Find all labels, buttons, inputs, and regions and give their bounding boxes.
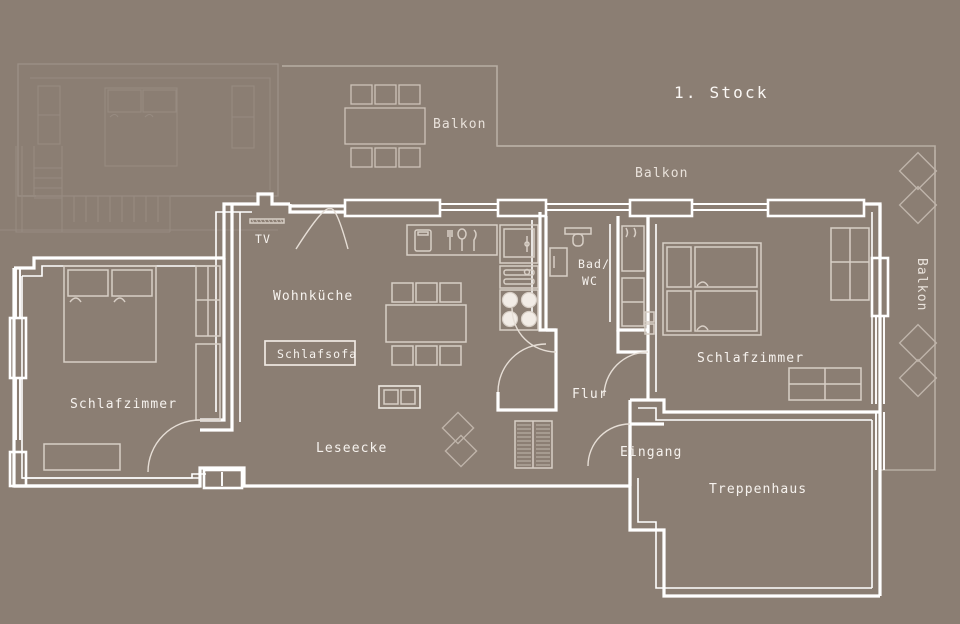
curtain-arcs [295, 208, 349, 250]
label-schlafsofa: Schlafsofa [277, 347, 357, 361]
door-swing-bedroom-right [603, 351, 649, 397]
label-balcony-right: Balkon [914, 258, 929, 312]
sink [414, 229, 432, 252]
label-balcony-upper-right: Balkon [635, 166, 689, 181]
window-kitchen-1 [343, 198, 442, 218]
shoe-rack [514, 420, 553, 469]
bathtub [621, 225, 645, 272]
bath-small-shelf [644, 311, 655, 335]
wardrobe-left-lower [195, 343, 221, 421]
kitchen-block [378, 224, 539, 468]
balcony-door-right [870, 256, 890, 318]
bedroom-left-furniture [43, 265, 221, 473]
door-swing-entrance [587, 423, 631, 467]
coffee-table [378, 385, 421, 409]
window-bedroom-right-1 [628, 198, 694, 218]
oven-controls [499, 265, 539, 289]
label-bad-wc-line1: Bad/ [578, 257, 610, 271]
wardrobe-right [830, 227, 870, 301]
label-bedroom-left: Schlafzimmer [70, 397, 177, 412]
label-eingang: Eingang [620, 445, 683, 460]
plant-diamonds-leseecke [441, 411, 478, 468]
stove-burners [499, 289, 539, 331]
bed-right [662, 242, 762, 336]
door-swing-bath [511, 307, 557, 353]
label-treppenhaus: Treppenhaus [709, 482, 807, 497]
door-swing-bedroom-left [147, 419, 201, 473]
oven [499, 224, 539, 264]
window-bottom-left [202, 468, 244, 490]
label-leseecke: Leseecke [316, 441, 387, 456]
balcony-top-area [282, 65, 700, 168]
sofa-left [43, 443, 121, 471]
label-flur: Flur [572, 387, 608, 402]
washbasin [564, 227, 592, 247]
dining-table [385, 282, 467, 366]
kitchen-counter [406, 224, 498, 256]
flur-elements [497, 343, 649, 469]
door-swing-wohnkueche [497, 343, 547, 393]
dresser-right [788, 367, 862, 401]
ghost-floor-below [0, 63, 279, 233]
label-wohnkueche: Wohnküche [273, 289, 353, 304]
bath-cabinet [621, 277, 645, 327]
bedroom-right-furniture [662, 227, 870, 401]
label-balcony-top: Balkon [433, 117, 487, 132]
label-bad-wc-line2: WC [582, 274, 598, 288]
sofa-bed-box [264, 340, 356, 366]
window-left [8, 316, 28, 380]
tv-and-curtain [249, 208, 349, 250]
toilet [549, 247, 568, 277]
cutlery [447, 228, 477, 251]
bath-wc-furniture [511, 225, 655, 353]
window-bath [496, 198, 548, 218]
balcony-right-area [880, 150, 938, 471]
balcony-table [344, 84, 426, 168]
wardrobe-left-upper [195, 265, 221, 337]
page-title: 1. Stock [674, 83, 769, 102]
bed-left [63, 265, 157, 363]
label-tv: TV [255, 232, 271, 246]
plant-diamonds-right [898, 151, 938, 398]
window-bedroom-right-2 [766, 198, 866, 218]
tv-unit [249, 218, 285, 224]
label-bedroom-right: Schlafzimmer [697, 351, 804, 366]
balcony-upper-right-area [497, 145, 936, 200]
